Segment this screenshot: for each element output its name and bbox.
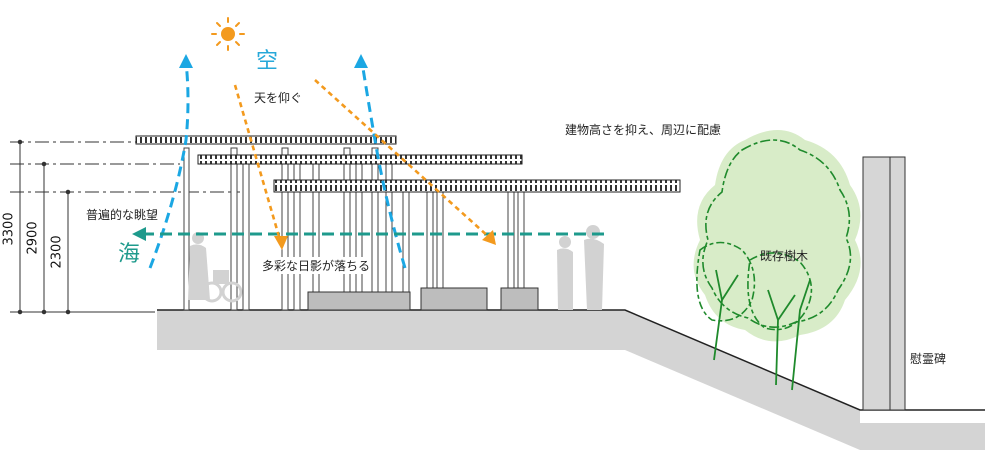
sunlight-arrows — [233, 79, 491, 241]
dimension-2300: 2300 — [49, 235, 65, 269]
sea-label: 海 — [118, 242, 141, 267]
tree-label: 既存樹木 — [760, 249, 809, 263]
existing-tree — [693, 130, 861, 391]
dimension-2900: 2900 — [25, 221, 41, 255]
monument-label: 慰霊碑 — [910, 352, 947, 366]
louvered-roofs — [135, 135, 681, 193]
sea-arrowhead — [132, 227, 146, 241]
pavilion-columns — [183, 147, 525, 311]
sun-icon — [211, 17, 245, 51]
shadow-label: 多彩な日影が落ちる — [262, 257, 371, 274]
memorial-monument — [862, 156, 906, 411]
height-note-label: 建物高さを抑え、周辺に配慮 — [565, 123, 722, 137]
ground-section — [157, 310, 985, 450]
benches — [307, 287, 539, 311]
sky-label: 空 — [256, 49, 279, 74]
look-up-label: 天を仰ぐ — [254, 91, 303, 105]
view-label: 普遍的な眺望 — [86, 208, 159, 222]
dimension-lines — [10, 139, 240, 315]
dimension-3300: 3300 — [1, 212, 17, 246]
sunlight-arrowheads — [274, 230, 496, 250]
sky-arrowheads — [179, 54, 368, 68]
